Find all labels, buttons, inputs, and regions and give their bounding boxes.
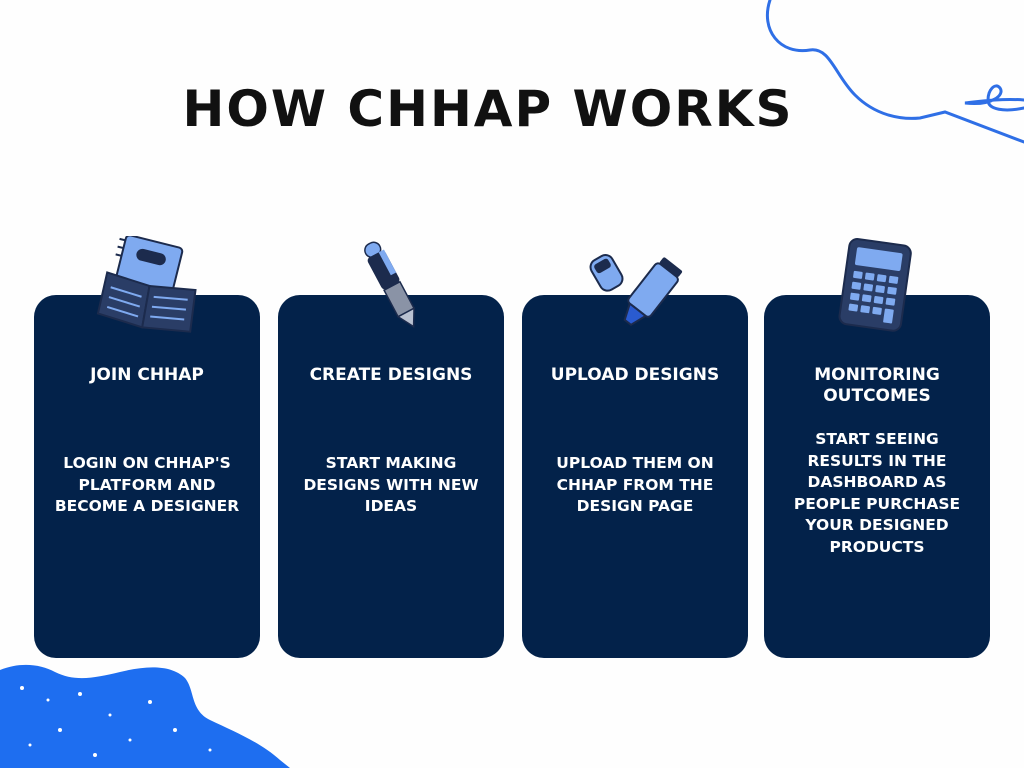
step-card-monitor: MONITORING OUTCOMES START SEEING RESULTS… bbox=[764, 295, 990, 658]
page-title: HOW CHHAP WORKS bbox=[182, 80, 794, 138]
pen-icon bbox=[364, 241, 416, 328]
step-card-upload: UPLOAD DESIGNS UPLOAD THEM ON CHHAP FROM… bbox=[522, 295, 748, 658]
step-description: START MAKING DESIGNS WITH NEW IDEAS bbox=[303, 454, 479, 515]
line-doodle-decoration bbox=[765, 0, 1024, 144]
step-heading: CREATE DESIGNS bbox=[309, 365, 473, 385]
notebook-icon bbox=[96, 236, 197, 333]
highlighter-icon bbox=[589, 254, 683, 327]
step-description: UPLOAD THEM ON CHHAP FROM THE DESIGN PAG… bbox=[556, 454, 714, 515]
step-description: START SEEING RESULTS IN THE DASHBOARD AS… bbox=[793, 430, 961, 556]
step-card-join: JOIN CHHAP LOGIN ON CHHAP'S PLATFORM AND… bbox=[34, 295, 260, 658]
step-description: LOGIN ON CHHAP'S PLATFORM AND BECOME A D… bbox=[54, 454, 240, 515]
step-heading: MONITORING OUTCOMES bbox=[814, 365, 940, 406]
step-heading: UPLOAD DESIGNS bbox=[550, 365, 720, 385]
step-heading: JOIN CHHAP bbox=[90, 365, 204, 385]
calculator-icon bbox=[838, 238, 912, 332]
step-card-create: CREATE DESIGNS START MAKING DESIGNS WITH… bbox=[278, 295, 504, 658]
paint-splash-decoration bbox=[0, 664, 290, 768]
